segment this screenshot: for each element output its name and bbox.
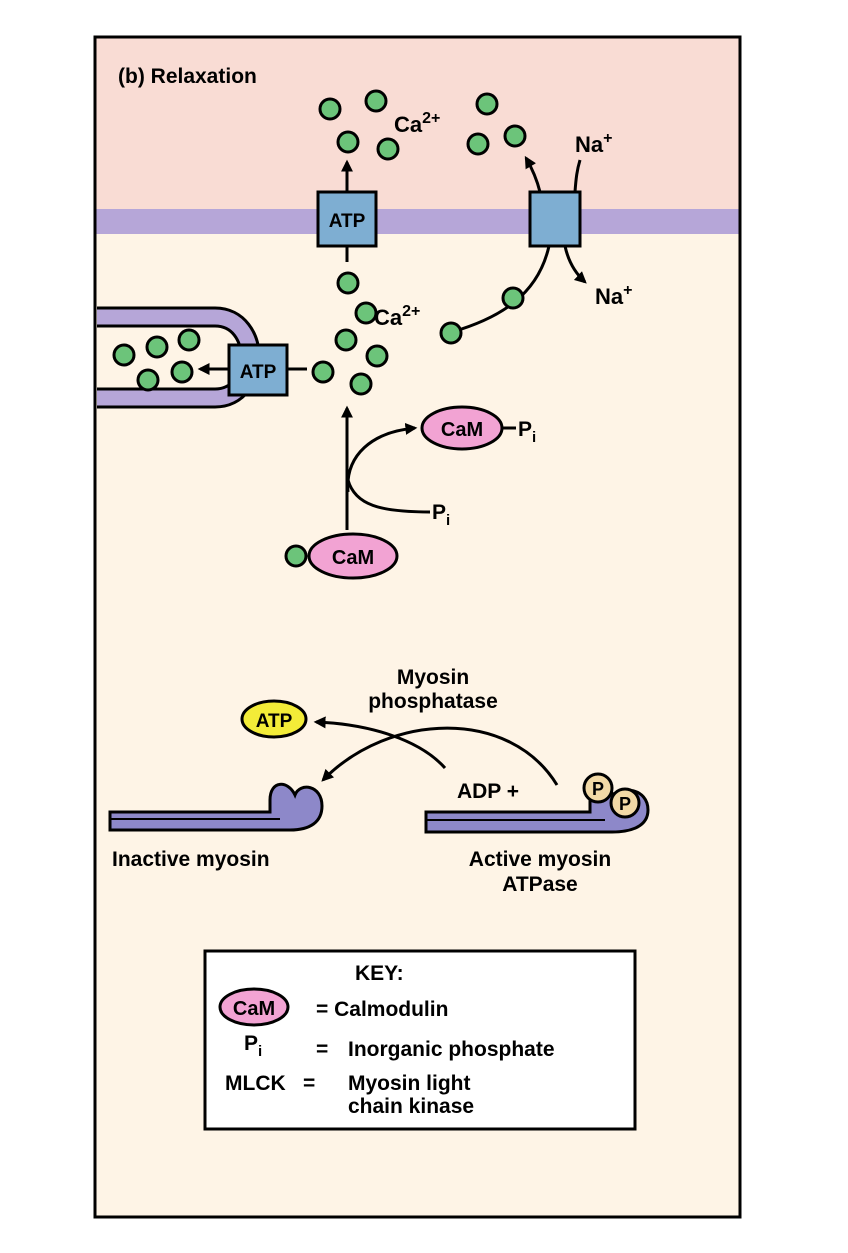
phosphate-2-label: P xyxy=(619,794,631,814)
attached-phosphate-label: Pi xyxy=(518,418,536,446)
calcium-label-middle: Ca2+ xyxy=(374,303,420,330)
myosin-phosphatase-label-line1: Myosin xyxy=(397,666,469,689)
membrane-atp-label: ATP xyxy=(329,211,366,232)
key-calmodulin-symbol xyxy=(218,987,290,1027)
sodium-label-top: Na+ xyxy=(575,130,612,157)
sr-calcium-ions xyxy=(112,328,201,392)
key-cam-definition: = Calmodulin xyxy=(316,998,448,1021)
panel-title: (b) Relaxation xyxy=(118,65,257,88)
calmodulin-bound xyxy=(307,532,399,580)
myosin-phosphatase-label-line2: phosphatase xyxy=(368,690,498,713)
cell-membrane xyxy=(95,209,740,234)
exchanger-ca-out-arrow xyxy=(524,155,542,193)
cam-bound-label: CaM xyxy=(332,547,374,569)
sodium-label-bottom: Na+ xyxy=(595,282,632,309)
dephosphorylation-arrow xyxy=(321,726,559,786)
calcium-label-top: Ca2+ xyxy=(394,110,440,137)
inactive-myosin xyxy=(108,782,324,832)
cam-pi-label: CaM xyxy=(441,419,483,441)
key-box xyxy=(203,949,637,1131)
cytosolic-calcium-ions xyxy=(311,271,525,396)
panel-border xyxy=(93,35,742,1219)
exchanger-na-in-line xyxy=(573,159,582,193)
phosphate-group-1 xyxy=(582,772,614,804)
pi-input-line xyxy=(346,479,431,514)
active-myosin-label-line1: Active myosin xyxy=(469,848,611,871)
key-pi-definition: Inorganic phosphate xyxy=(348,1038,555,1061)
membrane-ca-atpase xyxy=(316,190,378,248)
key-mlck-definition-line1: Myosin light xyxy=(348,1072,471,1095)
phosphate-1-label: P xyxy=(592,779,604,799)
key-title: KEY: xyxy=(355,962,404,985)
adp-plus-label: ADP + xyxy=(457,780,519,803)
atp-release-arrow xyxy=(313,716,447,769)
free-phosphate-label: Pi xyxy=(432,501,450,529)
key-cam-label: CaM xyxy=(233,998,275,1020)
atp-product-label: ATP xyxy=(256,711,293,732)
key-pi-equals: = xyxy=(316,1038,328,1061)
inactive-myosin-label: Inactive myosin xyxy=(112,848,270,871)
sr-ca-atpase xyxy=(227,343,289,397)
sr-atp-label: ATP xyxy=(240,362,277,383)
key-pi-symbol: Pi xyxy=(244,1032,262,1060)
key-mlck-equals: = xyxy=(303,1072,315,1095)
exchanger-na-arrow xyxy=(563,245,587,284)
key-mlck-symbol: MLCK xyxy=(225,1072,286,1095)
extracellular-region xyxy=(95,37,740,209)
phosphate-group-2 xyxy=(609,787,641,819)
extracellular-calcium-ions xyxy=(318,89,527,161)
atp-product xyxy=(240,699,308,739)
key-mlck-definition-line2: chain kinase xyxy=(348,1095,474,1118)
active-myosin-label-line2: ATPase xyxy=(502,873,577,896)
calcium-on-calmodulin xyxy=(284,544,308,568)
na-ca-exchanger xyxy=(528,190,582,248)
